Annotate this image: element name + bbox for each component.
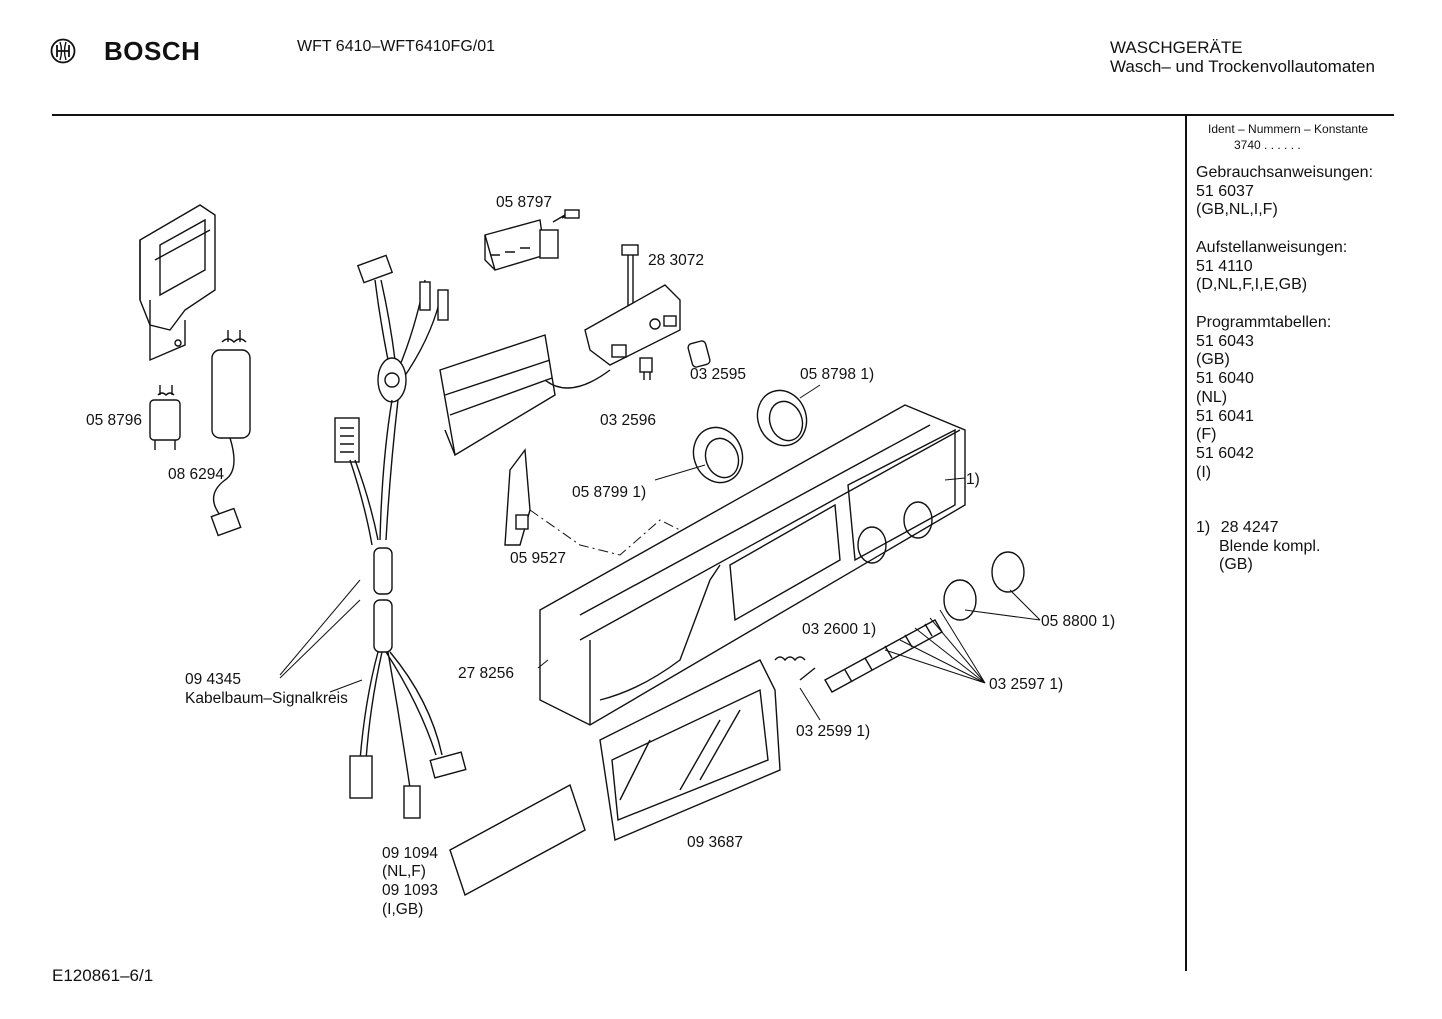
part-label: 09 1094 — [382, 845, 439, 862]
bracket-part — [139, 204, 216, 362]
model-number: WFT 6410–WFT6410FG/01 — [297, 38, 495, 55]
section-title: Aufstellanweisungen: — [1196, 239, 1348, 256]
part-label: 03 2600 1) — [802, 621, 877, 638]
wiring-harness — [334, 254, 467, 819]
capacitor-small — [149, 385, 181, 450]
footnote-number: 28 4247 — [1220, 519, 1279, 536]
footnote-marker: 1) — [1196, 519, 1211, 536]
part-label: 03 2595 — [690, 366, 747, 383]
spring-pin — [774, 656, 816, 681]
part-label: 03 2596 — [600, 412, 657, 429]
part-label: 1) — [966, 471, 980, 488]
part-label: 09 3687 — [687, 834, 744, 851]
part-label: 05 8796 — [86, 412, 143, 429]
drawing-id: E120861–6/1 — [52, 966, 154, 985]
capacitor-large — [210, 330, 251, 537]
section-line: 51 6037 — [1196, 182, 1254, 200]
footnote-variant: (GB) — [1219, 556, 1253, 574]
section-line: 51 6040 — [1196, 370, 1254, 388]
part-label: 09 4345 — [185, 671, 242, 688]
part-label: 05 8797 — [496, 194, 553, 211]
sidebar-section-installation: Aufstellanweisungen: 51 4110 (D,NL,F,I,E… — [1196, 239, 1347, 295]
control-panel — [539, 404, 966, 726]
sidebar-footnote: 1) 28 4247 Blende kompl. (GB) — [1196, 519, 1320, 575]
circuit-board-small — [584, 244, 681, 366]
part-label: 05 8800 1) — [1041, 613, 1116, 630]
bosch-logo-icon — [50, 38, 76, 64]
part-label: 09 1093 — [382, 882, 439, 899]
sidebar-section-program-tables: Programmtabellen: 51 6043 (GB) 51 6040 (… — [1196, 314, 1331, 482]
part-label: 05 8798 1) — [800, 366, 875, 383]
part-label: 05 8799 1) — [572, 484, 647, 501]
ident-value: 3740 . . . . . . — [1234, 138, 1301, 152]
section-title: Gebrauchsanweisungen: — [1196, 164, 1374, 181]
category-subtitle: Wasch– und Trockenvollautomaten — [1110, 57, 1375, 76]
section-line: 51 4110 — [1196, 257, 1253, 275]
brand-name: BOSCH — [104, 36, 201, 66]
selector-knobs — [943, 551, 1025, 621]
part-label: 08 6294 — [168, 466, 225, 483]
part-label: 27 8256 — [458, 665, 515, 682]
header-divider — [52, 114, 1394, 116]
part-variant: (I,GB) — [382, 901, 424, 918]
switch-part — [484, 209, 580, 271]
part-label: 28 3072 — [648, 252, 705, 269]
holder-part — [504, 448, 531, 546]
section-line: (D,NL,F,I,E,GB) — [1196, 276, 1308, 294]
small-components — [639, 340, 711, 380]
sidebar-divider — [1185, 116, 1187, 971]
door-panel — [599, 659, 781, 841]
part-label: 03 2597 1) — [989, 676, 1064, 693]
part-label: 05 9527 — [510, 550, 567, 567]
footnote-desc: Blende kompl. — [1219, 537, 1321, 555]
part-label: 03 2599 1) — [796, 723, 871, 740]
part-variant: (NL,F) — [382, 863, 426, 880]
section-line: (GB,NL,I,F) — [1196, 201, 1278, 219]
control-board — [439, 334, 611, 457]
category-title: WASCHGERÄTE — [1110, 38, 1243, 57]
section-line: (I) — [1196, 463, 1212, 481]
section-line: 51 6041 — [1196, 407, 1254, 425]
section-line: (GB) — [1196, 351, 1230, 369]
label-card — [449, 783, 586, 897]
sidebar-section-instructions: Gebrauchsanweisungen: 51 6037 (GB,NL,I,F… — [1196, 164, 1373, 220]
section-title: Programmtabellen: — [1196, 314, 1332, 331]
knob-caps — [692, 389, 808, 484]
leader-lines — [279, 384, 1041, 721]
section-line: 51 6042 — [1196, 444, 1254, 462]
ident-heading: Ident – Nummern – Konstante — [1208, 122, 1369, 136]
section-line: (NL) — [1196, 388, 1228, 406]
section-line: 51 6043 — [1196, 332, 1254, 350]
section-line: (F) — [1196, 426, 1217, 444]
part-desc: Kabelbaum–Signalkreis — [185, 690, 348, 707]
